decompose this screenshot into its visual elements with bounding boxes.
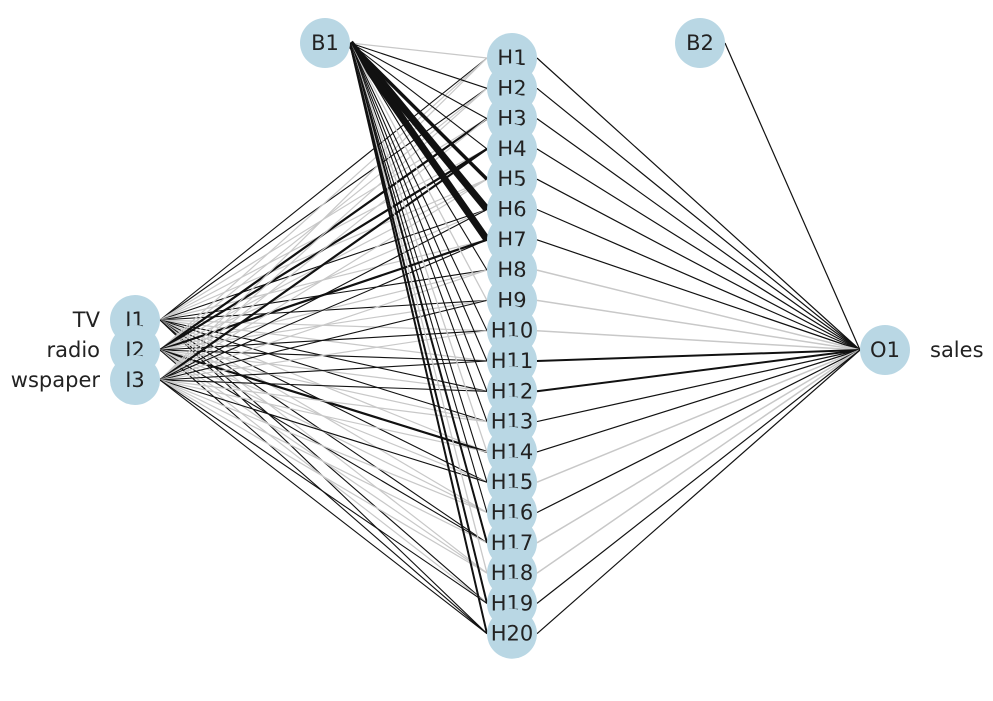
edge-b1-h4	[349, 42, 488, 150]
node-label: B1	[311, 31, 339, 55]
edge-h15-o1	[536, 349, 861, 483]
edge-i3-h4	[159, 148, 488, 381]
edge-h7-o1	[536, 239, 861, 351]
output-label: sales	[930, 338, 984, 362]
edge-b1-h20	[349, 42, 488, 634]
edge-h2-o1	[536, 87, 861, 351]
edge-b1-h19	[349, 42, 488, 604]
edge-b1-h1	[349, 42, 488, 59]
edge-i3-h10	[159, 330, 488, 381]
edge-h3-o1	[536, 118, 861, 351]
edge-h19-o1	[536, 349, 861, 604]
edge-h1-o1	[536, 57, 861, 351]
edge-h16-o1	[536, 349, 861, 514]
edge-i3-h14	[159, 379, 488, 453]
edge-b1-h10	[349, 42, 488, 331]
edge-b2-o1	[724, 42, 861, 351]
node-circle	[860, 325, 910, 375]
edge-i3-h15	[159, 379, 488, 483]
edge-h5-o1	[536, 178, 861, 351]
edge-i3-h17	[159, 379, 488, 544]
edge-b1-h15	[349, 42, 488, 483]
edge-b1-h13	[349, 42, 488, 422]
edge-h9-o1	[536, 299, 861, 351]
input-label-1: TV	[72, 308, 101, 332]
input-label-2: radio	[46, 338, 100, 362]
node-circle	[300, 18, 350, 68]
edge-i3-h7	[159, 239, 488, 381]
edge-h14-o1	[536, 349, 861, 453]
edge-i3-h18	[159, 379, 488, 574]
edge-i3-h20	[159, 379, 488, 635]
edge-i3-h1	[159, 57, 488, 381]
variable-labels: TV radio wspaper sales	[11, 308, 984, 392]
edge-h20-o1	[536, 349, 861, 635]
edge-i3-h16	[159, 379, 488, 514]
node-label: B2	[686, 31, 714, 55]
node-label: I3	[125, 368, 145, 392]
node-h20: H20	[487, 608, 537, 659]
edge-h6-o1	[536, 208, 861, 351]
node-circle	[487, 608, 537, 659]
edge-i3-h12	[159, 379, 488, 392]
edge-b1-h18	[349, 42, 488, 574]
node-b2: B2	[675, 18, 725, 68]
edge-h12-o1	[536, 349, 861, 393]
input-label-3: wspaper	[11, 368, 101, 392]
edge-i3-h19	[159, 379, 488, 604]
edge-b1-h17	[349, 42, 488, 544]
edge-h11-o1	[536, 349, 861, 362]
edge-h13-o1	[536, 349, 861, 423]
edge-b1-h9	[349, 42, 488, 301]
edge-b1-h12	[349, 42, 488, 392]
edge-h4-o1	[536, 148, 861, 351]
edge-i1-h1	[159, 57, 488, 321]
edge-b1-h7	[347, 41, 490, 242]
edge-b1-h8	[349, 42, 488, 271]
node-o1: O1	[860, 325, 910, 375]
edge-b1-h2	[349, 42, 488, 89]
node-label: O1	[870, 338, 900, 362]
edge-h17-o1	[536, 349, 861, 544]
node-b1: B1	[300, 18, 350, 68]
edge-h10-o1	[536, 329, 861, 351]
edge-i3-h2	[159, 87, 488, 381]
edge-i3-h5	[159, 178, 488, 381]
edge-h18-o1	[536, 349, 861, 574]
node-i3: I3	[110, 355, 160, 405]
edge-b1-h14	[349, 42, 488, 453]
edge-i3-h6	[159, 209, 488, 381]
edge-h8-o1	[536, 269, 861, 351]
edge-i3-h13	[159, 379, 488, 423]
connection-edges	[159, 40, 861, 635]
node-label: H20	[491, 622, 534, 646]
edge-b1-h16	[349, 42, 488, 513]
node-circle	[675, 18, 725, 68]
node-circle	[110, 355, 160, 405]
edge-i3-h9	[159, 299, 488, 381]
edge-b1-h3	[349, 42, 488, 120]
edge-b1-h11	[349, 42, 488, 362]
